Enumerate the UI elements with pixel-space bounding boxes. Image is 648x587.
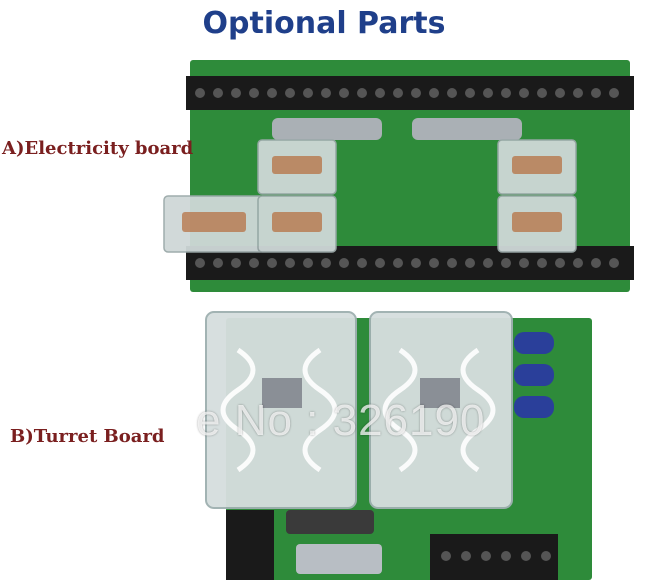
turret-board-image: [205, 311, 592, 580]
electricity-board-image: [163, 60, 634, 292]
electricity-board-label: A)Electricity board: [2, 138, 194, 159]
turret-board-label: B)Turret Board: [10, 426, 165, 447]
store-watermark: e No : 326190: [196, 396, 486, 445]
page-title: Optional Parts: [202, 6, 446, 41]
